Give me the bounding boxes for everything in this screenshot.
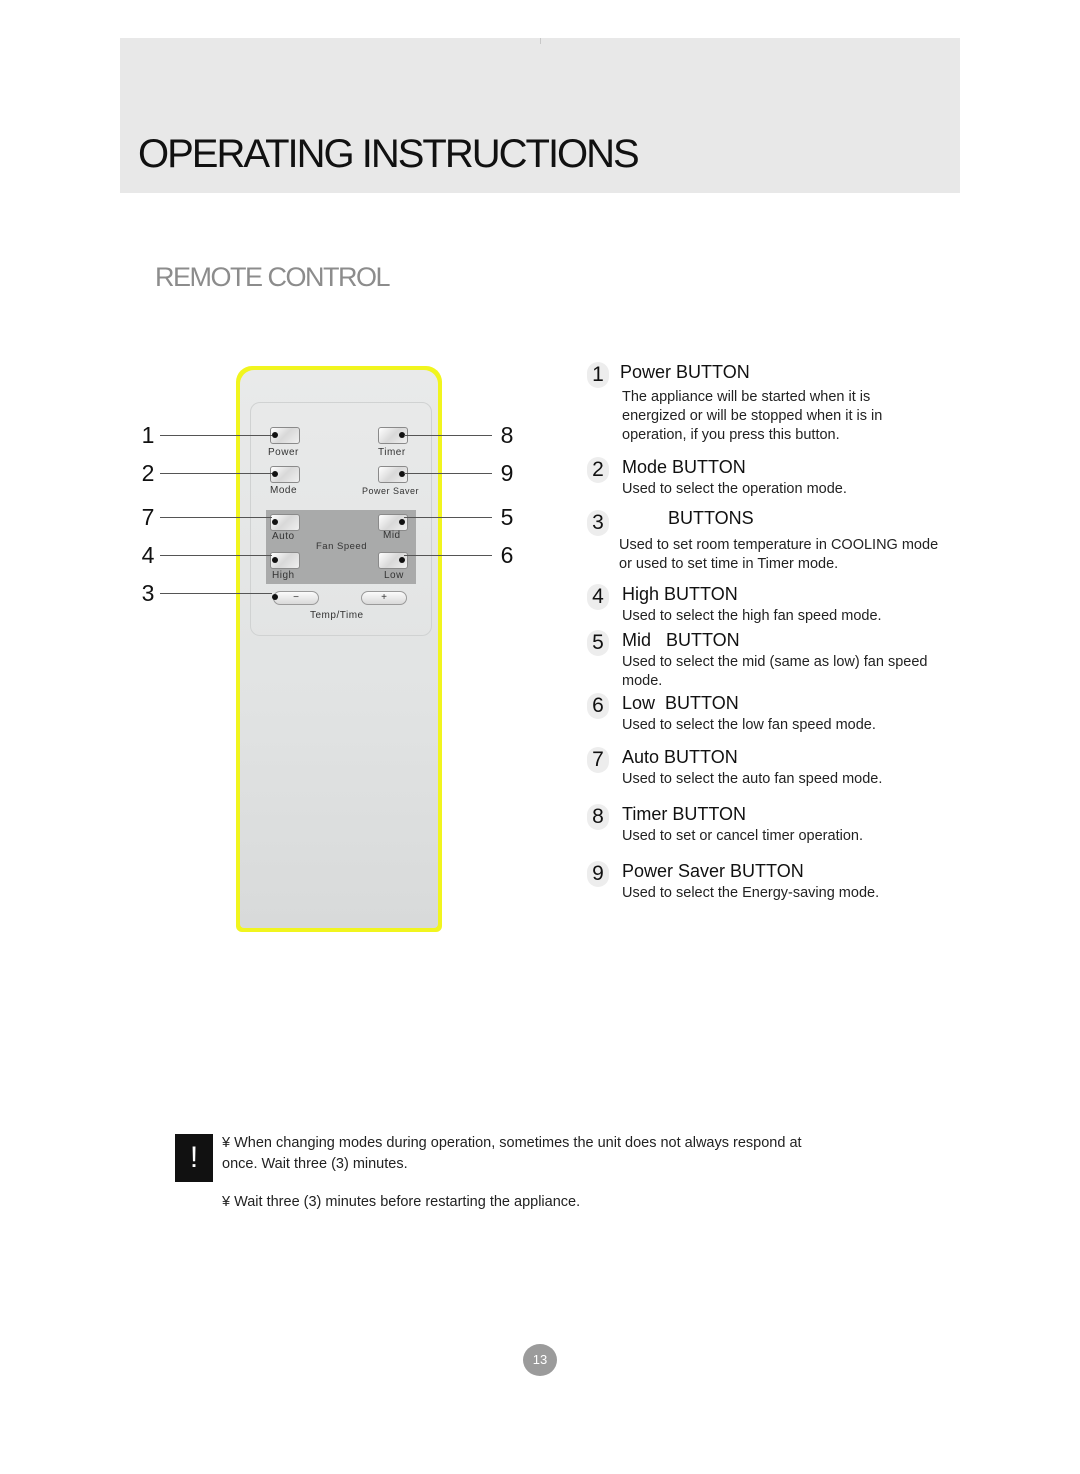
warning-icon: ! — [175, 1134, 213, 1182]
mode-label: Mode — [270, 485, 298, 496]
leader-line-auto — [160, 517, 272, 518]
mode-button[interactable] — [270, 466, 300, 483]
desc-title: Timer BUTTON — [622, 804, 746, 824]
desc-text: Used to select the high fan speed mode. — [622, 608, 882, 624]
callout-7: 7 — [141, 504, 155, 530]
desc-text: Used to select the auto fan speed mode. — [622, 771, 883, 787]
desc-title: Mode BUTTON — [622, 457, 746, 477]
leader-line-mode — [160, 473, 272, 474]
power-label: Power — [268, 447, 299, 458]
power-saver-button-dot — [399, 471, 405, 477]
desc-title: Power BUTTON — [620, 362, 750, 382]
high-button[interactable] — [270, 552, 300, 569]
power-saver-button[interactable] — [378, 466, 408, 483]
temp-down-dot — [272, 594, 278, 600]
remote-button-panel — [250, 402, 432, 636]
note-item-1: ¥ When changing modes during operation, … — [222, 1135, 802, 1172]
desc-number: 2 — [587, 457, 609, 483]
desc-title: Mid BUTTON — [622, 630, 740, 650]
desc-number: 6 — [587, 693, 609, 719]
desc-text: Used to select the low fan speed mode. — [622, 717, 876, 733]
callout-9: 9 — [500, 460, 514, 486]
page-title: OPERATING INSTRUCTIONS — [138, 132, 640, 176]
header-band — [120, 38, 960, 193]
header-divider — [540, 38, 541, 44]
mid-button[interactable] — [378, 514, 408, 531]
mid-button-dot — [399, 519, 405, 525]
desc-text: Used to set or cancel timer operation. — [622, 828, 863, 844]
desc-text: Used to select the operation mode. — [622, 481, 847, 497]
temp-time-label: Temp/Time — [310, 610, 364, 621]
power-saver-label: Power Saver — [362, 486, 420, 496]
remote-control: Power Timer Mode Power Saver Auto Mid Fa… — [236, 366, 442, 932]
callout-8: 8 — [500, 422, 514, 448]
desc-title: High BUTTON — [622, 584, 738, 604]
callout-1: 1 — [141, 422, 155, 448]
mode-button-dot — [272, 471, 278, 477]
leader-line-mid — [404, 517, 492, 518]
desc-number: 4 — [587, 584, 609, 610]
leader-line-power-saver — [404, 473, 492, 474]
page-number: 13 — [523, 1344, 557, 1376]
power-button-dot — [272, 432, 278, 438]
desc-number: 7 — [587, 747, 609, 773]
desc-text: The appliance will be started when it is… — [622, 389, 883, 443]
remote-body: Power Timer Mode Power Saver Auto Mid Fa… — [240, 370, 438, 928]
desc-number: 3 — [587, 510, 609, 536]
auto-label: Auto — [272, 531, 295, 542]
leader-line-low — [404, 555, 492, 556]
callout-4: 4 — [141, 542, 155, 568]
desc-number: 8 — [587, 804, 609, 830]
callout-2: 2 — [141, 460, 155, 486]
leader-line-temp — [160, 593, 272, 594]
desc-number: 5 — [587, 630, 609, 656]
low-button[interactable] — [378, 552, 408, 569]
high-label: High — [272, 570, 295, 581]
note-item-2: ¥ Wait three (3) minutes before restarti… — [222, 1194, 581, 1210]
callout-5: 5 — [500, 504, 514, 530]
desc-number: 9 — [587, 861, 609, 887]
low-label: Low — [384, 570, 404, 581]
desc-text: Used to set room temperature in COOLING … — [619, 537, 939, 572]
auto-button-dot — [272, 519, 278, 525]
high-button-dot — [272, 557, 278, 563]
desc-text: Used to select the mid (same as low) fan… — [622, 654, 928, 689]
callout-6: 6 — [500, 542, 514, 568]
leader-line-power — [160, 435, 272, 436]
low-button-dot — [399, 557, 405, 563]
leader-line-high — [160, 555, 272, 556]
desc-title: BUTTONS — [668, 508, 754, 528]
fan-speed-label: Fan Speed — [316, 541, 367, 552]
temp-down-button[interactable]: − — [273, 591, 319, 605]
leader-line-timer — [404, 435, 492, 436]
auto-button[interactable] — [270, 514, 300, 531]
mid-label: Mid — [383, 530, 401, 541]
timer-button-dot — [399, 432, 405, 438]
desc-title: Power Saver BUTTON — [622, 861, 804, 881]
desc-text: Used to select the Energy-saving mode. — [622, 885, 880, 901]
callout-3: 3 — [141, 580, 155, 606]
timer-label: Timer — [378, 447, 406, 458]
desc-number: 1 — [587, 362, 609, 388]
temp-up-button[interactable]: + — [361, 591, 407, 605]
section-title: REMOTE CONTROL — [155, 262, 391, 292]
desc-title: Auto BUTTON — [622, 747, 738, 767]
desc-title: Low BUTTON — [622, 693, 739, 713]
